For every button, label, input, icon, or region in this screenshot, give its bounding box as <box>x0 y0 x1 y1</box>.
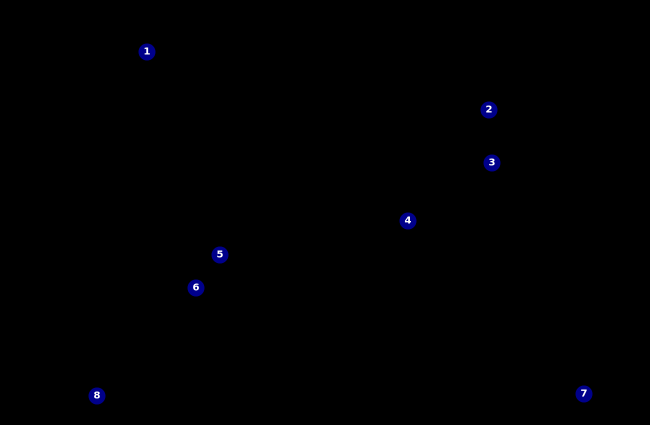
numbered-marker-4[interactable]: 4 <box>399 212 417 230</box>
numbered-marker-5[interactable]: 5 <box>211 246 229 264</box>
numbered-marker-7[interactable]: 7 <box>575 385 593 403</box>
numbered-marker-3[interactable]: 3 <box>483 154 501 172</box>
numbered-marker-1[interactable]: 1 <box>138 43 156 61</box>
numbered-marker-6[interactable]: 6 <box>187 279 205 297</box>
numbered-marker-8[interactable]: 8 <box>88 387 106 405</box>
numbered-marker-2[interactable]: 2 <box>480 101 498 119</box>
